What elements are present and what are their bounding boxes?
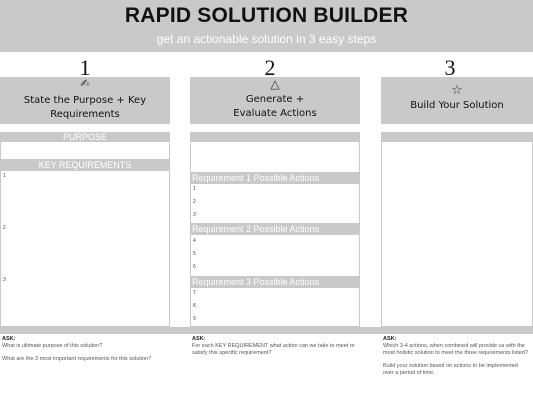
requirement-3-actions-bar: Requirement 3 Possible Actions	[190, 276, 360, 288]
requirement-2-actions-bar: Requirement 2 Possible Actions	[190, 223, 360, 235]
step-number-3: 3	[444, 55, 456, 80]
star-icon: ☆	[451, 82, 463, 97]
requirement-2-actions-field[interactable]: 4 5 6	[190, 235, 360, 276]
page-title: RAPID SOLUTION BUILDER	[124, 4, 409, 27]
requirement-1-actions-bar: Requirement 1 Possible Actions	[190, 172, 360, 184]
step-3-label: Build Your Solution	[410, 100, 504, 111]
ask-1-line-1: What is ultimate purpose of this solutio…	[2, 343, 103, 349]
requirement-number-2: 2	[3, 225, 6, 231]
action-number-6: 6	[193, 264, 196, 270]
page-subtitle: get an actionable solution in 3 easy ste…	[156, 32, 377, 46]
key-requirements-bar: KEY REQUIREMENTS	[0, 159, 170, 171]
requirement-3-actions-field[interactable]: 7 8 9	[190, 288, 360, 327]
step-number-2: 2	[264, 55, 276, 80]
step-2-label-line1: Generate +	[245, 94, 305, 105]
solution-field[interactable]	[381, 142, 533, 327]
step-2-top-bar	[190, 132, 360, 142]
action-number-1: 1	[193, 186, 196, 192]
step-3-top-bar	[381, 132, 533, 142]
step-3-header: ☆ Build Your Solution	[381, 77, 533, 124]
ask-3-line-2: Build your solution based on actions to …	[383, 363, 518, 376]
action-number-2: 2	[193, 199, 196, 205]
step-1-header: ✍ State the Purpose + Key Requirements	[0, 77, 170, 124]
action-number-9: 9	[193, 316, 196, 322]
key-requirements-field[interactable]: 1 2 3	[0, 171, 170, 327]
step-2-blank-field	[190, 142, 360, 172]
action-number-8: 8	[193, 303, 196, 309]
action-number-4: 4	[193, 238, 196, 244]
pencil-icon: ✍	[80, 78, 90, 90]
footer-divider	[0, 327, 533, 334]
requirement-number-1: 1	[3, 173, 6, 179]
step-2-header: △ Generate + Evaluate Actions	[190, 77, 360, 124]
ask-3-line-1: Which 3-4 actions, when combined will pr…	[383, 343, 528, 356]
step-1-label-line1: State the Purpose + Key	[23, 95, 147, 106]
header-banner: RAPID SOLUTION BUILDER get an actionable…	[0, 0, 533, 52]
step-2-label-line2: Evaluate Actions	[233, 108, 317, 119]
requirement-1-actions-field[interactable]: 1 2 3	[190, 184, 360, 223]
ask-note-1: ASK: What is ultimate purpose of this so…	[2, 336, 152, 369]
action-number-3: 3	[193, 212, 196, 218]
ask-1-line-2: What are the 3 most important requiremen…	[2, 356, 152, 362]
ask-note-2: ASK: For each KEY REQUIREMENT what actio…	[192, 336, 362, 363]
purpose-bar: PURPOSE	[0, 132, 170, 142]
triangle-icon: △	[270, 77, 280, 91]
action-number-7: 7	[193, 290, 196, 296]
action-number-5: 5	[193, 251, 196, 257]
ask-heading-1: ASK:	[2, 336, 16, 342]
ask-heading-2: ASK:	[192, 336, 206, 342]
ask-note-3: ASK: Which 3-4 actions, when combined wi…	[383, 336, 528, 383]
step-1-label-line2: Requirements	[50, 109, 120, 120]
ask-2-line-1: For each KEY REQUIREMENT what action can…	[192, 343, 355, 356]
ask-heading-3: ASK:	[383, 336, 397, 342]
step-number-1: 1	[79, 55, 91, 80]
requirement-number-3: 3	[3, 277, 6, 283]
purpose-field[interactable]	[0, 142, 170, 159]
